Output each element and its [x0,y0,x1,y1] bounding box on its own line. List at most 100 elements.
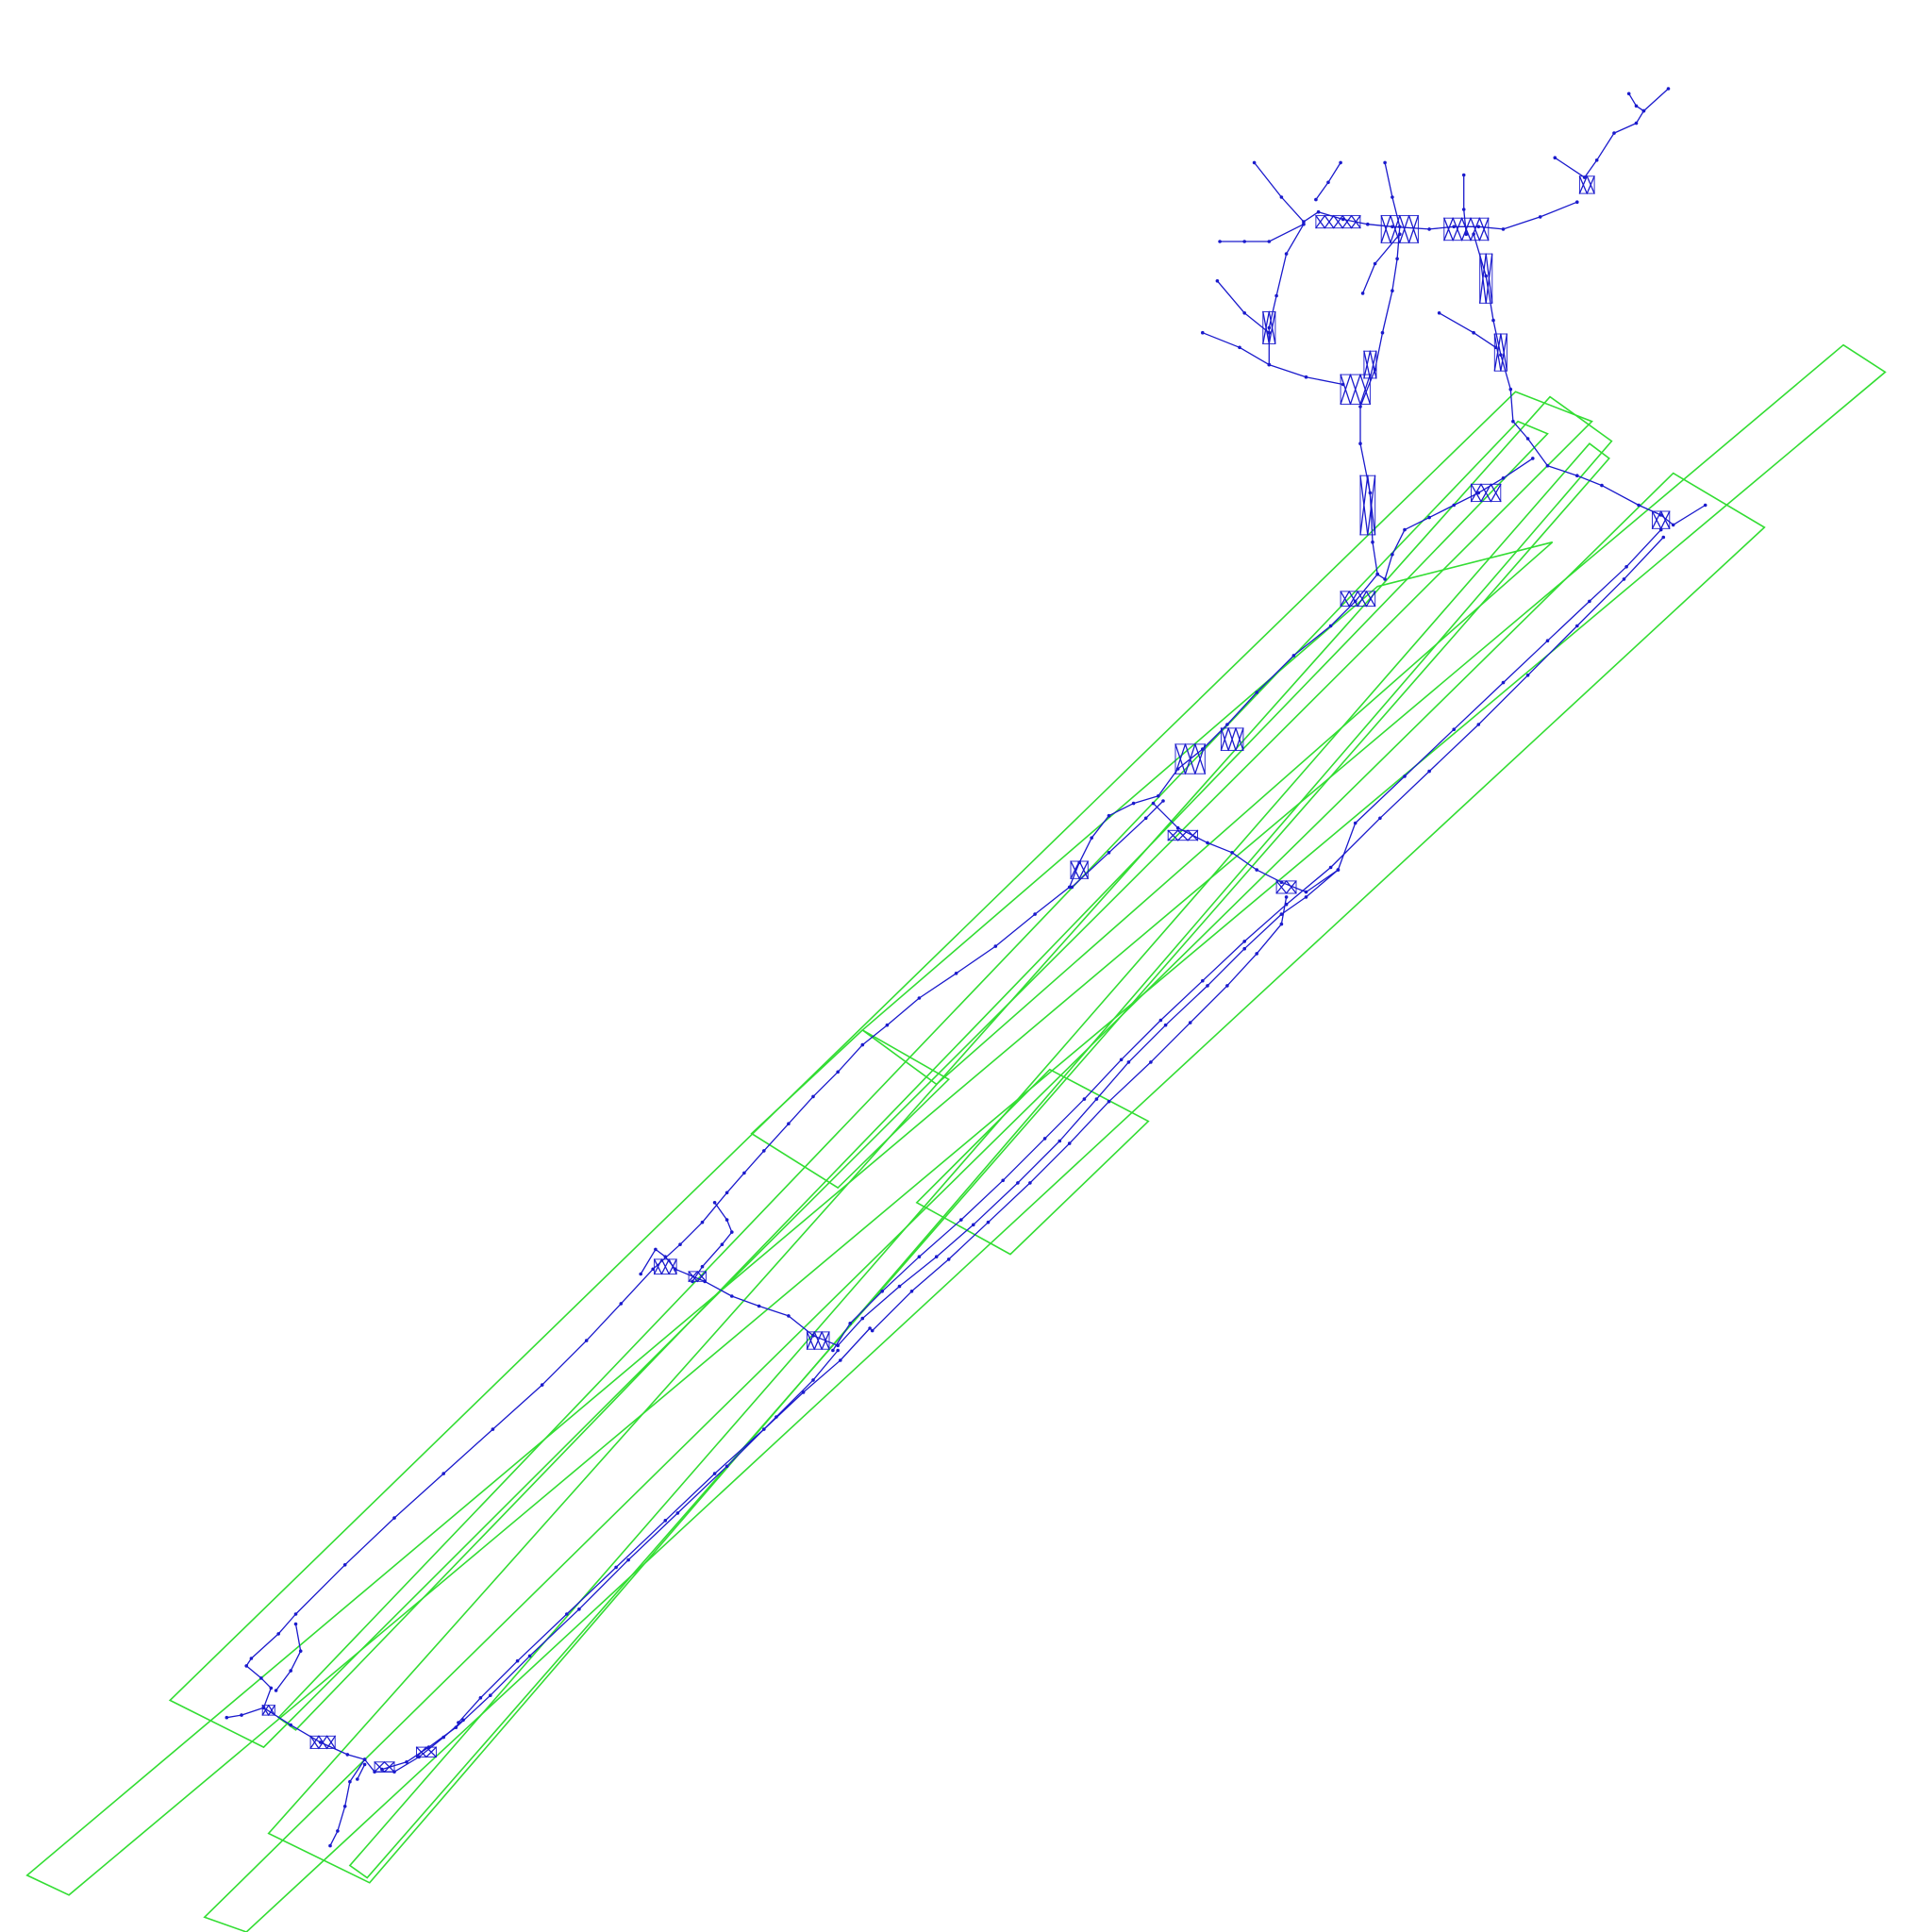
network-node [1634,121,1639,125]
network-node [1501,680,1506,685]
mesh-edge [1479,253,1487,304]
network-node [1058,1139,1062,1143]
network-node [1163,1023,1168,1027]
mesh-edge [1350,214,1361,229]
network-node [1158,1018,1163,1023]
network-node [651,1267,655,1272]
network-node [712,1472,717,1475]
mesh-edge [1184,743,1196,774]
network-node [540,1383,544,1387]
network-node [293,1622,298,1626]
network-node [1267,362,1272,367]
mesh-edge [1275,880,1288,894]
network-node [461,1718,465,1723]
network-node [1366,222,1370,226]
mesh-edge [1490,483,1502,503]
mesh-edge [1367,475,1376,536]
network-node [1001,1178,1005,1183]
mesh-cell [374,1761,395,1773]
mesh-edge [1315,214,1325,229]
network-node [1368,491,1373,495]
network-edge [675,528,1662,1346]
network-node [730,1294,734,1298]
network-node [1316,209,1321,214]
network-node [345,1753,350,1757]
network-node [1491,318,1495,323]
network-node [1594,158,1599,162]
boundary-box [267,395,1613,1884]
mesh-edge [1220,727,1229,752]
network-edge [691,1202,733,1283]
network-node [1094,1097,1099,1101]
network-node [1391,225,1394,229]
network-node [860,1316,865,1321]
network-node [742,1171,746,1175]
network-node [1353,599,1357,604]
network-node [269,1686,274,1690]
network-node [392,1516,396,1520]
network-node [1671,523,1675,527]
network-node [654,1247,658,1252]
network-node [909,1290,914,1293]
network-node [700,1264,705,1269]
network-node [1077,860,1081,865]
network-node [787,1314,791,1318]
boundary-boxes [25,343,1887,1932]
mesh-edge [1380,214,1391,243]
network-edge [872,896,1288,1332]
mesh-edge [1078,860,1089,879]
network-node [1398,232,1402,236]
network-node [392,1770,396,1774]
network-node [1302,222,1306,226]
network-node [1575,624,1579,628]
network-node [1395,257,1399,261]
network-node [1341,217,1345,222]
network-node [1067,1141,1072,1145]
network-node [1525,437,1530,441]
mesh-edge [1177,829,1189,841]
network-node [1383,160,1387,165]
network-node [1511,419,1515,424]
mesh-edge [1333,214,1343,229]
network-node [1661,535,1666,540]
mesh-edge [1369,350,1377,379]
network-node [527,1654,532,1658]
network-node [1215,279,1220,283]
network-node [1274,293,1278,298]
mesh-edge [1359,475,1369,536]
mesh-edge [268,1705,275,1716]
network-node [1476,491,1481,495]
network-nodes [225,87,1707,1848]
network-node [259,1676,263,1680]
network-node [1658,513,1663,517]
network-node [1582,175,1587,179]
network-node [1373,368,1377,372]
network-node [1175,767,1180,771]
network-node [1501,227,1506,231]
mesh-edge [1470,483,1482,503]
network-node [831,1348,835,1353]
network-node [1545,639,1550,642]
mesh-edge [1235,727,1244,752]
network-node [917,1255,922,1258]
network-node [1242,240,1246,243]
network-node [1090,836,1093,840]
network-node [1242,946,1246,951]
mesh-edge [1480,483,1492,503]
network-node [724,1191,729,1195]
network-node [986,1220,991,1224]
network-node [811,1094,815,1099]
network-node [1188,1021,1192,1024]
mesh-edge [309,1735,320,1750]
network-node [1252,160,1257,165]
network-node [678,1242,682,1246]
network-node [811,1334,815,1338]
network-node [298,1649,303,1653]
network-node [1126,1060,1131,1064]
network-edge [225,1707,265,1719]
network-node [1378,816,1382,821]
network-node [1206,841,1209,845]
mesh-edge [325,1735,336,1750]
network-node [757,1304,761,1308]
